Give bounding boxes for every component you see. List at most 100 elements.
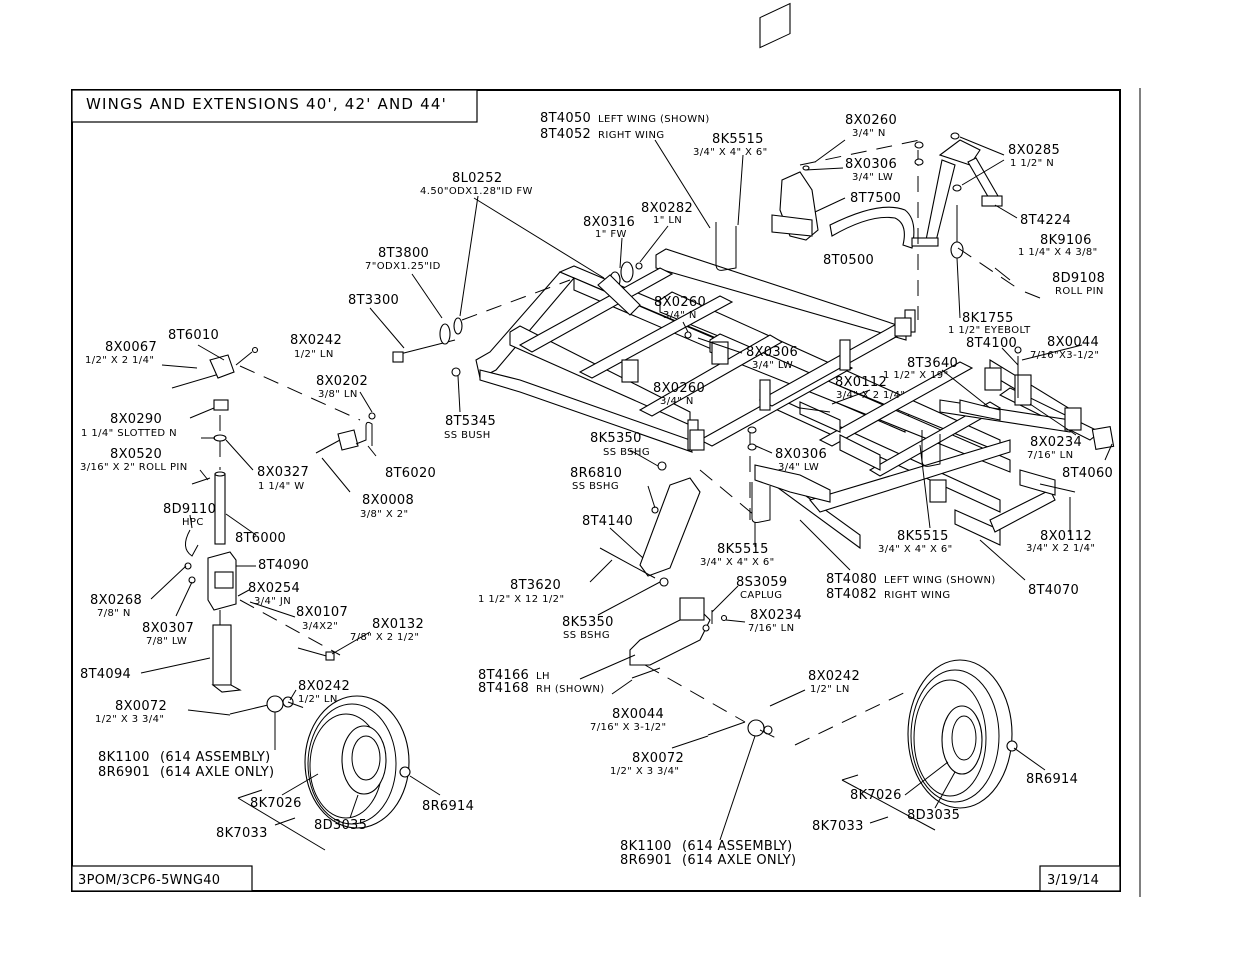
desc-8K5515-right: 3/4" X 4" X 6" [878,544,953,555]
label-8X0290: 8X0290 [110,412,162,427]
dashed-center-lines [219,139,1021,746]
label-8X0306-low: 8X0306 [775,447,827,462]
label-8K1100-right: 8K1100 [620,839,672,854]
label-8T4100: 8T4100 [966,336,1017,351]
label-8K5515-top: 8K5515 [712,132,764,147]
page-title: WINGS AND EXTENSIONS 40', 42' AND 44' [86,95,447,113]
label-8X0072-right: 8X0072 [632,751,684,766]
label-8X0316: 8X0316 [583,215,635,230]
desc-8R6901-right: (614 AXLE ONLY) [682,853,796,868]
desc-8X0067: 1/2" X 2 1/4" [85,355,154,366]
desc-8X0234-right: 7/16" LN [1027,450,1074,461]
label-8K7033-right: 8K7033 [812,819,864,834]
desc-8X0285: 1 1/2" N [1010,158,1054,169]
desc-8K1100-left: (614 ASSEMBLY) [160,750,271,765]
left-tire [304,695,411,829]
label-8T6010: 8T6010 [168,328,219,343]
label-8X0307: 8X0307 [142,621,194,636]
label-8T4080: 8T4080 [826,572,877,587]
desc-8X0327: 1 1/4" W [258,481,305,492]
label-8T4090: 8T4090 [258,558,309,573]
label-8R6914-left: 8R6914 [422,799,474,814]
label-8L0252: 8L0252 [452,171,502,186]
label-8D9110: 8D9110 [163,502,216,517]
desc-8T5345: SS BUSH [444,430,491,441]
desc-8K5350-low: SS BSHG [563,630,610,641]
desc-8T4052: RIGHT WING [598,130,665,141]
desc-8K1755: 1 1/2" EYEBOLT [948,325,1031,336]
label-8D3035-right: 8D3035 [907,808,960,823]
label-8K5515-right: 8K5515 [897,529,949,544]
desc-8X0260-low: 3/4" N [660,396,694,407]
label-8K1100-left: 8K1100 [98,750,150,765]
desc-8X0242-mid: 1/2" LN [298,694,338,705]
label-8T4224: 8T4224 [1020,213,1071,228]
desc-8T4168: RH (SHOWN) [536,684,605,695]
desc-8X0072-right: 1/2" X 3 3/4" [610,766,679,777]
label-8T3640: 8T3640 [907,356,958,371]
desc-8T4166: LH [536,671,550,682]
hitch-clamp [771,171,819,241]
label-8T5345: 8T5345 [445,414,496,429]
desc-8X0316: 1" FW [595,229,627,240]
label-8T6020: 8T6020 [385,466,436,481]
label-8X0234-low: 8X0234 [750,608,802,623]
desc-8T4082: RIGHT WING [884,590,951,601]
label-8R6901-left: 8R6901 [98,765,150,780]
label-8X0112-low: 8X0112 [1040,529,1092,544]
desc-8X0107: 3/4X2" [302,621,338,632]
label-8K5350-low: 8K5350 [562,615,614,630]
label-8T4052: 8T4052 [540,127,591,142]
label-8K7026-left: 8K7026 [250,796,302,811]
label-8D3035-left: 8D3035 [314,818,367,833]
desc-8S3059: CAPLUG [740,590,782,601]
label-8X0234-right: 8X0234 [1030,435,1082,450]
desc-8X0282: 1" LN [653,215,682,226]
label-8X0008: 8X0008 [362,493,414,508]
desc-8X0072-left: 1/2" X 3 3/4" [95,714,164,725]
label-8T3300: 8T3300 [348,293,399,308]
label-8D9108: 8D9108 [1052,271,1105,286]
label-8R6914-right: 8R6914 [1026,772,1078,787]
desc-8X0260-mid: 3/4" N [663,310,697,321]
label-8T3620: 8T3620 [510,578,561,593]
label-8T7500: 8T7500 [850,191,901,206]
desc-8X0242-right: 1/2" LN [810,684,850,695]
label-8X0260-low: 8X0260 [653,381,705,396]
label-8T4166: 8T4166 [478,668,529,683]
label-8X0260-mid: 8X0260 [654,295,706,310]
label-8X0067: 8X0067 [105,340,157,355]
label-8T4094: 8T4094 [80,667,131,682]
label-8X0306-top: 8X0306 [845,157,897,172]
label-8K5350-top: 8K5350 [590,431,642,446]
desc-8T4080: LEFT WING (SHOWN) [884,575,996,586]
label-8X0285: 8X0285 [1008,143,1060,158]
desc-8X0307: 7/8" LW [146,636,187,647]
label-8S3059: 8S3059 [736,575,787,590]
desc-8X0008: 3/8" X 2" [360,509,408,520]
label-8K9106: 8K9106 [1040,233,1092,248]
desc-8K5350-top: SS BSHG [603,447,650,458]
desc-8L0252: 4.50"ODX1.28"ID FW [420,186,533,197]
label-8T3800: 8T3800 [378,246,429,261]
desc-8X0306-mid: 3/4" LW [752,360,793,371]
label-8X0260-top: 8X0260 [845,113,897,128]
label-8X0327: 8X0327 [257,465,309,480]
label-8X0242-mid: 8X0242 [298,679,350,694]
desc-8X0044-right: 7/16"X3-1/2" [1030,350,1099,361]
desc-8X0520: 3/16" X 2" ROLL PIN [80,462,188,473]
wing-frame [475,2,1115,550]
desc-8X0306-low: 3/4" LW [778,462,819,473]
desc-8X0260-top: 3/4" N [852,128,886,139]
desc-8X0202: 3/8" LN [318,389,358,400]
desc-8X0112-top: 3/4" X 2 1/4" [836,390,905,401]
hub-hardware-top [392,261,643,377]
label-8T4070: 8T4070 [1028,583,1079,598]
label-8X0520: 8X0520 [110,447,162,462]
desc-8X0044-low: 7/16" X 3-1/2" [590,722,667,733]
label-8K7033-left: 8K7033 [216,826,268,841]
label-8T4082: 8T4082 [826,587,877,602]
label-8X0107: 8X0107 [296,605,348,620]
right-tire [907,659,1018,809]
